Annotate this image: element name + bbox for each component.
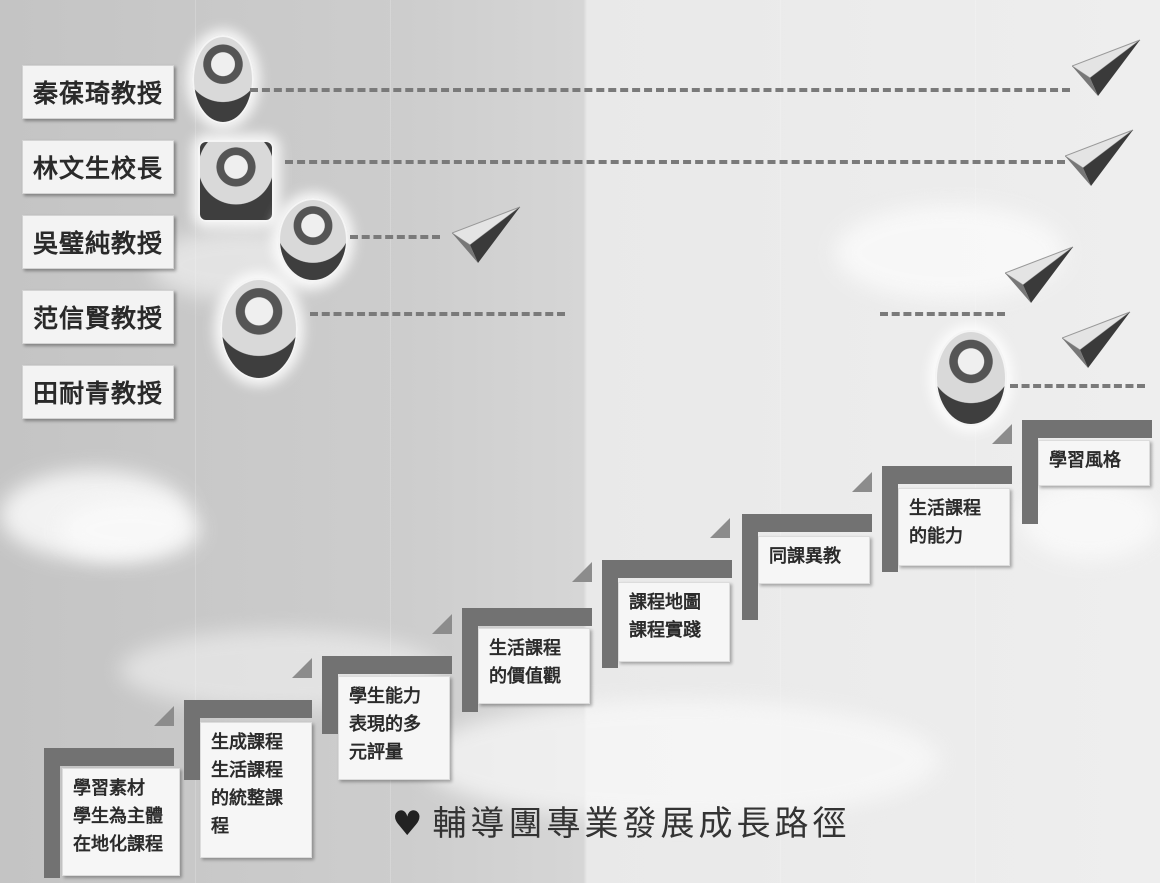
paper-plane-icon (1005, 246, 1074, 303)
person-name-5: 田耐青教授 (22, 365, 174, 419)
path-dashed-line (1010, 384, 1145, 388)
step-label-1: 學習素材 學生為主體 在地化課程 (62, 768, 180, 876)
person-name-2: 林文生校長 (22, 140, 174, 194)
step-text-line: 的價值觀 (489, 666, 561, 687)
step-arrow (292, 658, 312, 678)
step-text-line: 生活課程 (489, 638, 561, 659)
cloud-decoration (60, 500, 200, 560)
step-arrow (852, 472, 872, 492)
step-text-line: 學生能力 (349, 686, 421, 707)
step-label-5: 課程地圖 課程實踐 (618, 582, 730, 662)
step-text-line: 同課異教 (769, 546, 841, 567)
step-label-4: 生活課程 的價值觀 (478, 628, 590, 704)
person-photo-2 (198, 140, 274, 222)
grid-line (780, 0, 781, 883)
step-bar (184, 700, 312, 718)
step-arrow (710, 518, 730, 538)
step-label-8: 學習風格 (1038, 440, 1150, 486)
step-bar (882, 466, 898, 572)
step-label-2: 生成課程 生活課程 的統整課 程 (200, 722, 312, 858)
step-text-line: 生成課程 (211, 732, 283, 753)
step-text-line: 生活課程 (909, 498, 981, 519)
step-bar (184, 700, 200, 780)
paper-plane-icon (1065, 129, 1134, 186)
cloud-decoration (420, 700, 940, 820)
path-dashed-line (350, 235, 440, 239)
step-bar (322, 656, 338, 734)
step-text-line: 元評量 (349, 742, 403, 763)
grid-line (390, 0, 391, 883)
step-arrow (992, 424, 1012, 444)
step-bar (882, 466, 1012, 484)
grid-line (975, 0, 976, 883)
person-name-4: 范信賢教授 (22, 290, 174, 344)
step-bar (742, 514, 872, 532)
path-dashed-line (880, 312, 1005, 316)
cloud-decoration (1020, 480, 1160, 560)
person-name-3: 吳璧純教授 (22, 215, 174, 269)
step-text-line: 的統整課 (211, 788, 283, 809)
person-photo-4 (220, 278, 298, 380)
paper-plane-icon (1072, 39, 1141, 96)
step-bar (462, 608, 478, 712)
step-bar (462, 608, 592, 626)
heart-icon: ♥ (392, 804, 427, 844)
step-arrow (154, 706, 174, 726)
person-photo-3 (278, 198, 348, 282)
step-label-3: 學生能力 表現的多 元評量 (338, 676, 450, 780)
paper-plane-icon (1062, 311, 1131, 368)
step-bar (602, 560, 618, 668)
path-dashed-line (285, 160, 1065, 164)
step-bar (1022, 420, 1152, 438)
step-text-line: 程 (211, 816, 229, 837)
step-text-line: 在地化課程 (73, 834, 163, 855)
step-bar (602, 560, 732, 578)
step-text-line: 學習風格 (1049, 450, 1121, 471)
step-text-line: 表現的多 (349, 714, 421, 735)
step-arrow (432, 614, 452, 634)
step-arrow (572, 562, 592, 582)
path-dashed-line (310, 312, 565, 316)
diagram-title: ♥輔導團專業發展成長路徑 (392, 796, 850, 845)
paper-plane-icon (452, 206, 521, 263)
step-text-line: 學生為主體 (73, 806, 163, 827)
step-bar (1022, 420, 1038, 524)
diagram-title-text: 輔導團專業發展成長路徑 (432, 804, 851, 844)
step-bar (742, 514, 758, 620)
grid-line (195, 0, 196, 883)
step-text-line: 學習素材 (73, 778, 145, 799)
person-name-1: 秦葆琦教授 (22, 65, 174, 119)
path-dashed-line (250, 88, 1070, 92)
step-bar (44, 748, 60, 878)
step-text-line: 生活課程 (211, 760, 283, 781)
person-photo-1 (192, 35, 254, 124)
step-text-line: 的能力 (909, 526, 963, 547)
step-text-line: 課程地圖 (629, 592, 701, 613)
step-bar (44, 748, 174, 766)
step-label-6: 同課異教 (758, 536, 870, 584)
step-text-line: 課程實踐 (629, 620, 701, 641)
step-bar (322, 656, 452, 674)
step-label-7: 生活課程 的能力 (898, 488, 1010, 566)
person-photo-5 (935, 330, 1007, 426)
